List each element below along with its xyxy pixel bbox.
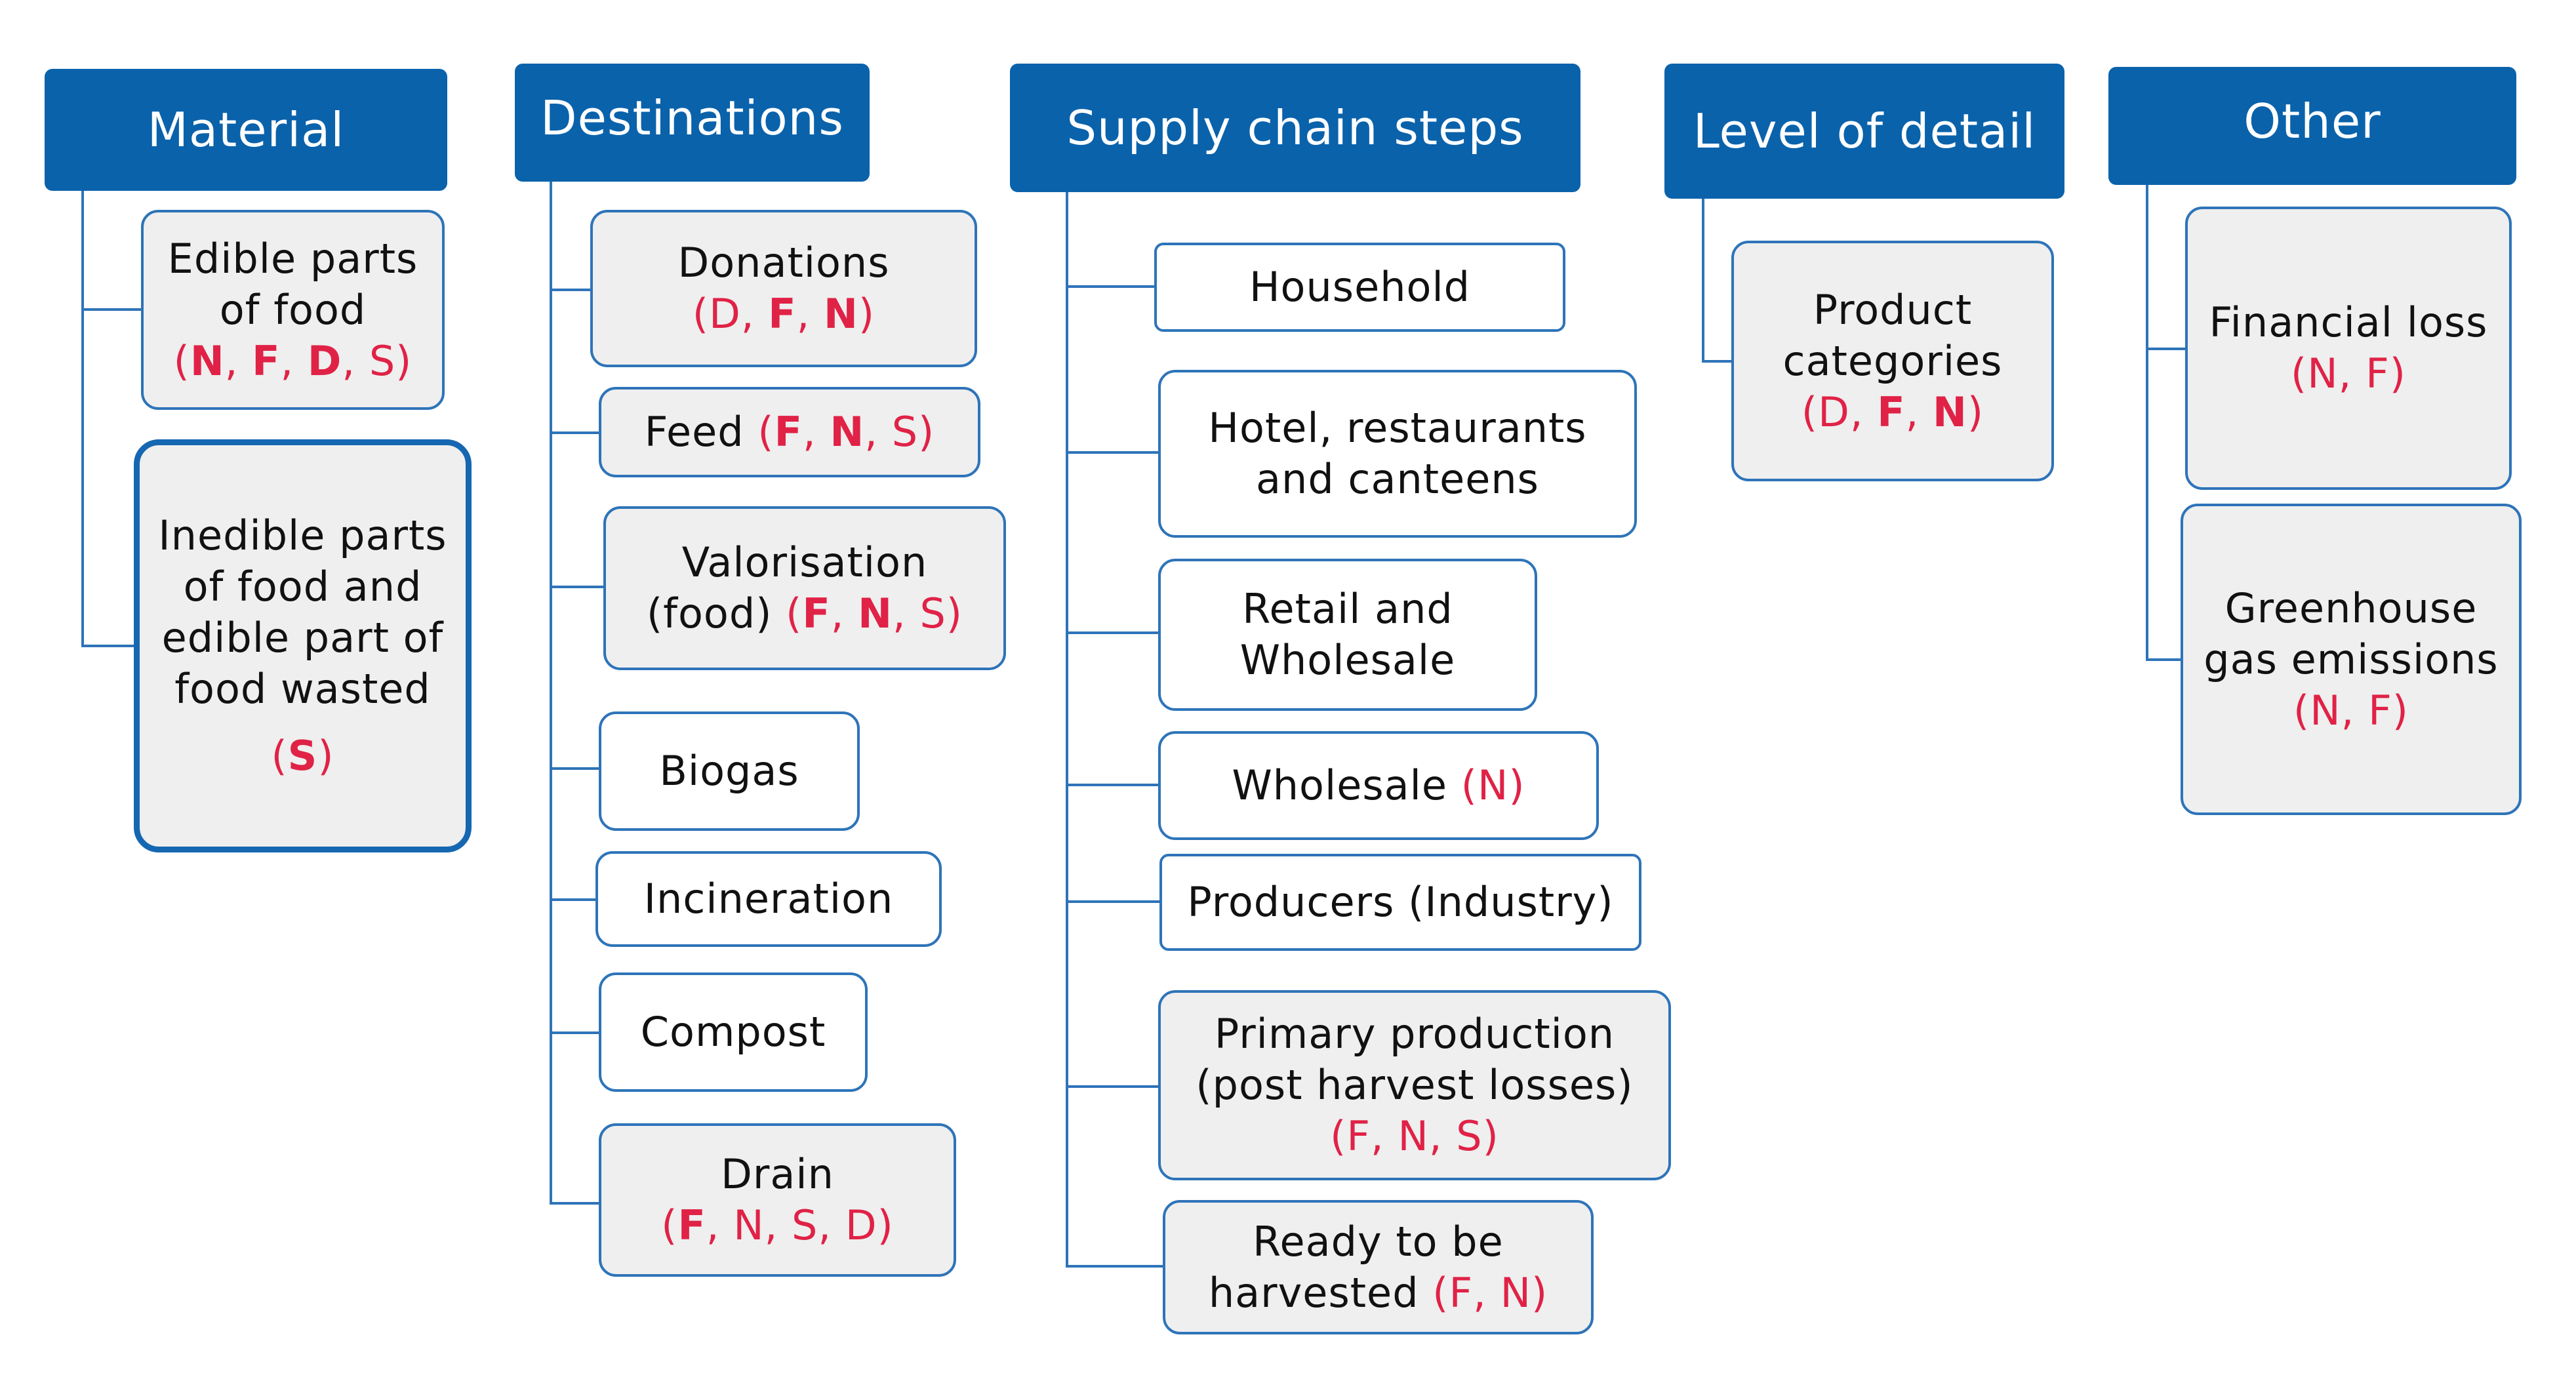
node-codes: (D, F, N): [1801, 388, 1984, 436]
node-codes: (F, N, S, D): [661, 1201, 894, 1249]
node-line: food wasted: [174, 665, 431, 713]
connector: [1702, 199, 1704, 363]
node-line: Financial loss: [2209, 298, 2488, 346]
connector: [1066, 285, 1154, 288]
connector: [1702, 360, 1735, 363]
node-line: categories: [1782, 336, 2003, 385]
connector: [550, 182, 552, 1205]
node-line: Compost: [640, 1008, 826, 1056]
node-line: Inedible parts: [158, 511, 447, 559]
node-line: Valorisation: [681, 538, 928, 586]
node-line: Producers (Industry): [1187, 878, 1614, 926]
node-line: Incineration: [643, 875, 894, 923]
connector: [81, 645, 134, 647]
node-wholesale: Wholesale (N): [1158, 731, 1599, 840]
connector: [550, 1031, 599, 1034]
node-primary-production: Primary production (post harvest losses)…: [1158, 990, 1671, 1180]
node-codes: (N, F): [2293, 686, 2409, 734]
connector: [2146, 185, 2148, 661]
node-donations: Donations (D, F, N): [590, 210, 977, 367]
node-line: and canteens: [1256, 455, 1539, 503]
connector: [550, 586, 603, 588]
connector: [1066, 631, 1158, 634]
node-line: of food and: [183, 563, 422, 610]
material-header: Material: [45, 69, 447, 191]
node-financial-loss: Financial loss (N, F): [2185, 207, 2512, 490]
node-line: Drain: [721, 1150, 834, 1198]
node-retail-wholesale: Retail and Wholesale: [1158, 559, 1537, 711]
node-line: Hotel, restaurants: [1208, 404, 1587, 452]
node-line: (post harvest losses): [1196, 1061, 1634, 1109]
connector: [2146, 348, 2186, 350]
node-line-with-codes: (food) (F, N, S): [646, 590, 963, 637]
node-line: Ready to be: [1253, 1217, 1504, 1266]
connector: [1066, 900, 1159, 903]
node-incineration: Incineration: [595, 851, 942, 947]
node-valorisation: Valorisation (food) (F, N, S): [603, 506, 1006, 670]
node-line: Product: [1813, 285, 1973, 334]
node-line: Primary production: [1214, 1010, 1615, 1058]
connector: [1066, 1085, 1158, 1088]
node-producers-industry: Producers (Industry): [1159, 854, 1641, 951]
node-line-with-codes: Wholesale (N): [1232, 761, 1525, 809]
node-greenhouse-gas-emissions: Greenhouse gas emissions (N, F): [2181, 504, 2522, 815]
node-line: gas emissions: [2204, 635, 2499, 683]
level-of-detail-header: Level of detail: [1664, 64, 2064, 199]
connector: [550, 767, 599, 770]
node-biogas: Biogas: [599, 711, 860, 831]
node-line: Wholesale: [1239, 636, 1456, 684]
node-line: of food: [219, 285, 367, 334]
other-header: Other: [2108, 67, 2516, 185]
connector: [81, 191, 84, 647]
node-codes: (N, F): [2291, 350, 2406, 397]
node-household: Household: [1154, 243, 1565, 332]
node-codes: (D, F, N): [692, 290, 875, 338]
node-line: Biogas: [659, 747, 799, 795]
destinations-header: Destinations: [515, 64, 870, 182]
node-codes: (F, N, S): [1330, 1112, 1499, 1160]
connector: [81, 308, 141, 311]
node-ready-to-be-harvested: Ready to be harvested (F, N): [1163, 1200, 1594, 1334]
connector: [1066, 784, 1158, 786]
node-line: Donations: [677, 239, 890, 287]
connector: [1066, 451, 1158, 454]
node-line: Retail and: [1242, 585, 1453, 633]
node-line: edible part of: [161, 614, 444, 662]
supply-chain-steps-header: Supply chain steps: [1010, 64, 1580, 192]
node-line: Greenhouse: [2224, 584, 2478, 632]
node-codes: (S): [271, 732, 334, 780]
node-line: Household: [1249, 263, 1471, 311]
node-edible-parts: Edible parts of food (N, F, D, S): [141, 210, 445, 410]
node-inedible-parts: Inedible parts of food and edible part o…: [134, 439, 472, 852]
node-hotel-restaurants: Hotel, restaurants and canteens: [1158, 370, 1637, 538]
connector: [1066, 1265, 1163, 1268]
connector: [550, 1202, 599, 1205]
connector: [1066, 192, 1068, 1268]
connector: [550, 289, 590, 291]
connector: [2146, 658, 2182, 661]
node-line-with-codes: Feed (F, N, S): [644, 408, 935, 456]
node-feed: Feed (F, N, S): [599, 387, 980, 477]
node-compost: Compost: [599, 972, 868, 1092]
node-codes: (N, F, D, S): [173, 336, 413, 385]
node-product-categories: Product categories (D, F, N): [1731, 241, 2054, 481]
node-line-with-codes: harvested (F, N): [1208, 1268, 1548, 1317]
connector: [550, 898, 595, 901]
connector: [550, 431, 599, 434]
node-drain: Drain (F, N, S, D): [599, 1123, 956, 1277]
node-line: Edible parts: [167, 234, 418, 283]
